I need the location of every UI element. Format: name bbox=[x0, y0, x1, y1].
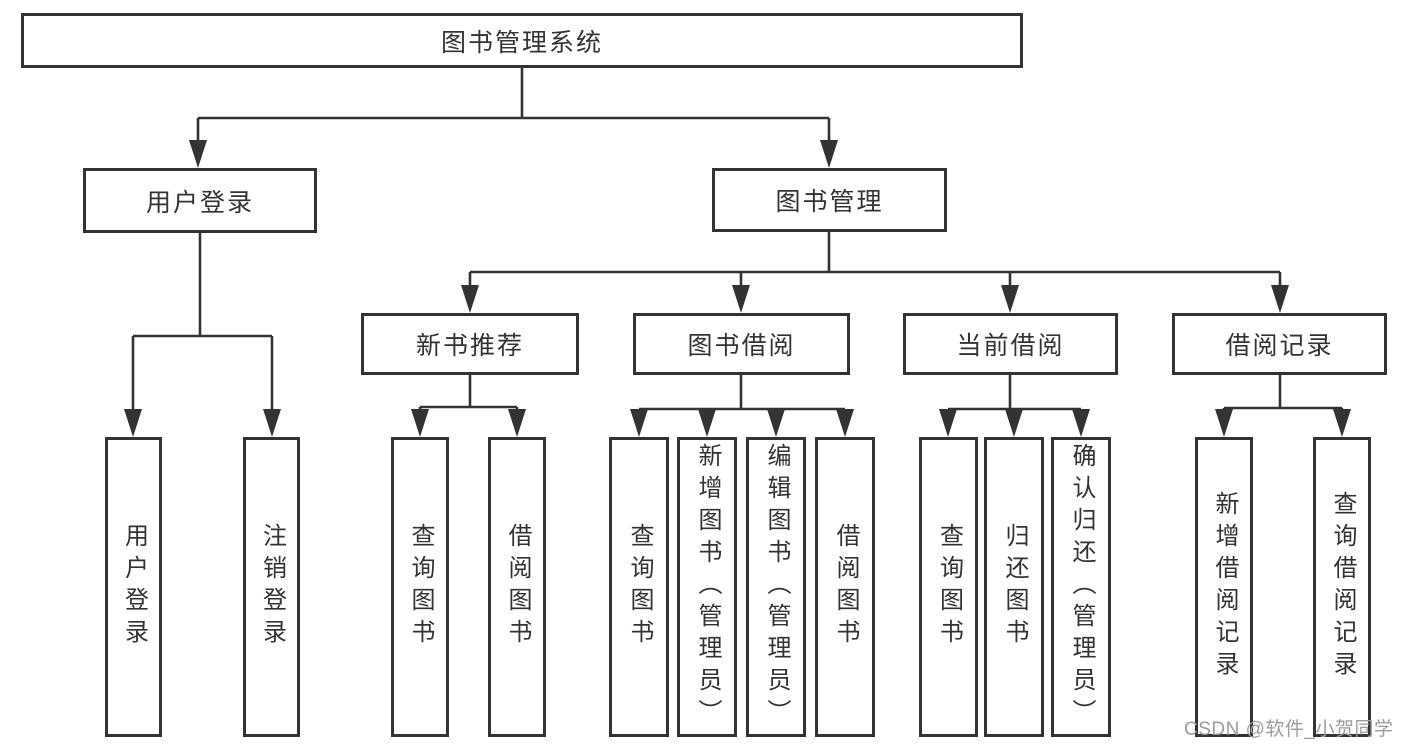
node-label: 确认归还（管理员） bbox=[1068, 443, 1095, 731]
node-label: 查询借阅记录 bbox=[1329, 491, 1356, 683]
leaf-borrow-books-recommend: 借阅图书 bbox=[488, 437, 546, 737]
node-label: 图书借阅 bbox=[687, 332, 796, 360]
node-label: 新增图书（管理员） bbox=[694, 443, 721, 731]
node-label: 用户登录 bbox=[145, 188, 254, 217]
node-label: 查询图书 bbox=[407, 523, 434, 651]
node-label: 图书管理系统 bbox=[440, 28, 603, 57]
leaf-borrow-books: 借阅图书 bbox=[815, 437, 875, 737]
csdn-watermark: CSDN @软件_小贺同学 bbox=[1184, 719, 1394, 740]
leaf-add-books-admin: 新增图书（管理员） bbox=[677, 437, 737, 737]
node-label: 借阅图书 bbox=[832, 523, 859, 651]
node-label: 编辑图书（管理员） bbox=[763, 443, 790, 731]
node-label: 新增借阅记录 bbox=[1211, 491, 1238, 683]
leaf-add-borrow-record: 新增借阅记录 bbox=[1195, 437, 1253, 737]
node-label: 查询图书 bbox=[935, 523, 963, 651]
leaf-user-login: 用户登录 bbox=[105, 437, 162, 737]
node-label: 用户登录 bbox=[120, 523, 148, 651]
leaf-confirm-return-admin: 确认归还（管理员） bbox=[1051, 437, 1111, 737]
node-new-book-recommendation: 新书推荐 bbox=[361, 313, 579, 375]
node-book-management: 图书管理 bbox=[712, 168, 947, 232]
node-label: 借阅图书 bbox=[504, 523, 531, 651]
node-current-borrowing: 当前借阅 bbox=[903, 313, 1118, 375]
node-library-management-system: 图书管理系统 bbox=[21, 13, 1023, 68]
node-label: 注销登录 bbox=[258, 523, 286, 651]
leaf-return-books: 归还图书 bbox=[984, 437, 1044, 737]
node-book-borrowing: 图书借阅 bbox=[633, 313, 850, 375]
leaf-edit-books-admin: 编辑图书（管理员） bbox=[746, 437, 806, 737]
node-label: 借阅记录 bbox=[1225, 332, 1334, 360]
node-label: 图书管理 bbox=[775, 188, 884, 216]
node-label: 新书推荐 bbox=[415, 332, 524, 360]
node-label: 归还图书 bbox=[1001, 523, 1028, 651]
node-user-login: 用户登录 bbox=[83, 168, 317, 233]
leaf-query-books-recommend: 查询图书 bbox=[391, 437, 449, 737]
leaf-query-books-borrow: 查询图书 bbox=[609, 437, 669, 737]
node-borrowing-records: 借阅记录 bbox=[1172, 313, 1387, 375]
leaf-query-borrow-record: 查询借阅记录 bbox=[1313, 437, 1371, 737]
leaf-query-books-current: 查询图书 bbox=[919, 437, 978, 737]
node-label: 当前借阅 bbox=[956, 332, 1065, 360]
leaf-logout: 注销登录 bbox=[243, 437, 300, 737]
node-label: 查询图书 bbox=[626, 523, 653, 651]
